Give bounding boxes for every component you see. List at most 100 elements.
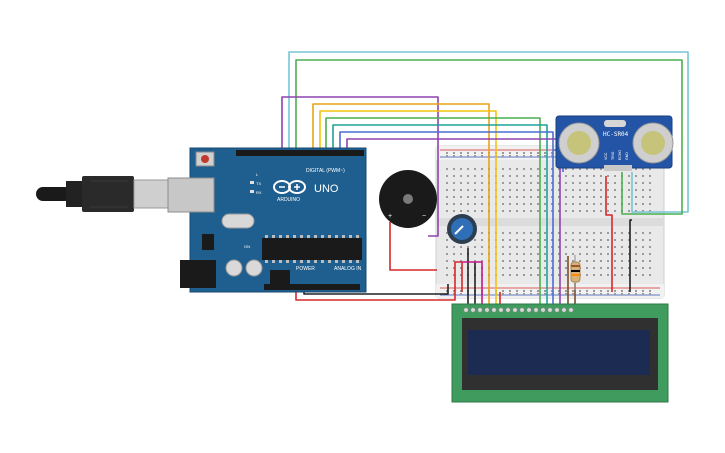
hole xyxy=(544,290,546,292)
l-label: L xyxy=(256,172,259,177)
hole xyxy=(544,293,546,295)
hole xyxy=(516,293,518,295)
hole xyxy=(509,239,511,241)
hole xyxy=(579,232,581,234)
hole xyxy=(544,155,546,157)
hole xyxy=(467,175,469,177)
hole xyxy=(565,267,567,269)
arduino-logo-icon xyxy=(273,180,306,194)
hole xyxy=(614,232,616,234)
hole xyxy=(530,239,532,241)
hole xyxy=(467,196,469,198)
hole xyxy=(572,293,574,295)
atmega-pins xyxy=(265,235,359,263)
hole xyxy=(635,168,637,170)
hole xyxy=(516,203,518,205)
hole xyxy=(537,182,539,184)
hole xyxy=(579,196,581,198)
hole xyxy=(502,232,504,234)
on-label: ON xyxy=(244,244,250,249)
lcd-pin xyxy=(540,307,546,313)
hole xyxy=(474,182,476,184)
chip-pin xyxy=(335,260,338,263)
hole xyxy=(558,203,560,205)
hole xyxy=(544,246,546,248)
hole xyxy=(516,196,518,198)
hole xyxy=(523,253,525,255)
hole xyxy=(453,182,455,184)
hole xyxy=(446,290,448,292)
arduino-uno: ARDUINO UNO DIGITAL (PWM~) POWER ANALOG … xyxy=(167,147,367,293)
buzzer-plus-label: + xyxy=(388,213,392,220)
hole xyxy=(453,267,455,269)
hole xyxy=(530,152,532,154)
hole xyxy=(502,189,504,191)
hole xyxy=(621,260,623,262)
hole xyxy=(453,189,455,191)
hole xyxy=(551,203,553,205)
hole xyxy=(628,232,630,234)
hole xyxy=(586,260,588,262)
hole xyxy=(530,203,532,205)
hole xyxy=(628,290,630,292)
hole xyxy=(509,182,511,184)
hole xyxy=(551,246,553,248)
hole xyxy=(544,239,546,241)
hole xyxy=(446,239,448,241)
hole xyxy=(481,239,483,241)
hole xyxy=(467,203,469,205)
hole xyxy=(558,182,560,184)
wire-purple xyxy=(281,96,439,237)
chip-pin xyxy=(272,260,275,263)
hole xyxy=(628,293,630,295)
hole xyxy=(628,182,630,184)
lcd-pin xyxy=(519,307,525,313)
hole xyxy=(551,253,553,255)
hole xyxy=(509,168,511,170)
lcd-pin xyxy=(526,307,532,313)
hole xyxy=(530,189,532,191)
hole xyxy=(537,155,539,157)
hole xyxy=(530,196,532,198)
hole xyxy=(446,168,448,170)
lcd-pin xyxy=(498,307,504,313)
hole xyxy=(607,260,609,262)
hole xyxy=(593,175,595,177)
hole xyxy=(607,210,609,212)
hole xyxy=(544,168,546,170)
hole xyxy=(649,253,651,255)
hole xyxy=(649,293,651,295)
buzzer-minus-label: − xyxy=(422,213,426,220)
hole xyxy=(523,152,525,154)
hole xyxy=(600,246,602,248)
hole xyxy=(593,260,595,262)
hole xyxy=(509,253,511,255)
regulator xyxy=(202,234,214,250)
hole xyxy=(565,253,567,255)
capacitor-2 xyxy=(245,259,263,277)
hole xyxy=(614,274,616,276)
hole xyxy=(649,290,651,292)
hole xyxy=(649,260,651,262)
lcd-pin xyxy=(484,307,490,313)
hole xyxy=(467,155,469,157)
hole xyxy=(509,175,511,177)
chip-pin xyxy=(342,260,345,263)
small-chip xyxy=(270,270,290,284)
wire-red-us xyxy=(605,176,613,292)
hole xyxy=(474,175,476,177)
hole xyxy=(551,210,553,212)
hole xyxy=(516,155,518,157)
hole xyxy=(600,253,602,255)
hole xyxy=(544,152,546,154)
hole xyxy=(516,182,518,184)
hole xyxy=(530,175,532,177)
hole xyxy=(537,274,539,276)
hole xyxy=(565,175,567,177)
hole xyxy=(628,239,630,241)
hole xyxy=(446,155,448,157)
hole xyxy=(572,196,574,198)
hole xyxy=(453,175,455,177)
hole xyxy=(530,182,532,184)
